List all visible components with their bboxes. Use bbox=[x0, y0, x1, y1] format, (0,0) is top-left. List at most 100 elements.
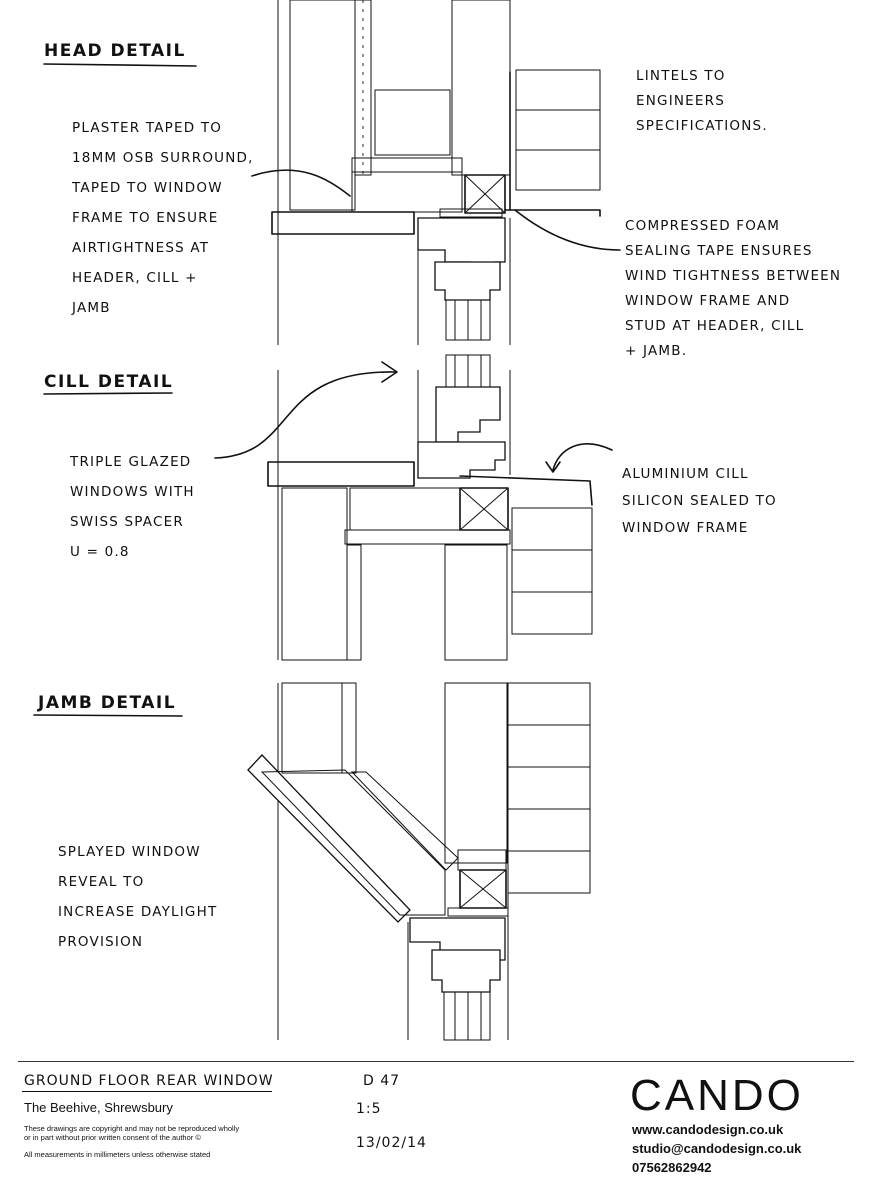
jamb-cladding-board-4 bbox=[507, 808, 591, 852]
head-detail-title: Head Detail bbox=[44, 41, 186, 61]
jamb-plaster-strip bbox=[341, 682, 357, 774]
jamb-outer-insulation bbox=[444, 682, 508, 864]
head-cladding-board-2 bbox=[515, 109, 601, 151]
jamb-sash-profile bbox=[431, 949, 501, 993]
head-stud-cross-2 bbox=[464, 174, 506, 214]
head-window-board bbox=[271, 211, 415, 235]
head-note-foam: Compressed foam sealing tape ensures win… bbox=[625, 218, 841, 359]
head-detail: Head Detail bbox=[43, 0, 841, 359]
jamb-splayed-reveal-board bbox=[247, 754, 411, 923]
drawing-number: D 47 bbox=[363, 1073, 401, 1089]
copyright-line-1: These drawings are copyright and may not… bbox=[24, 1124, 240, 1133]
head-title-underline bbox=[43, 63, 197, 67]
jamb-splay-insulation bbox=[260, 769, 446, 916]
jamb-note-left-line-3: increase daylight bbox=[58, 904, 217, 920]
head-note-left-line-6: header, cill + bbox=[72, 270, 198, 286]
cill-note-right-line-3: window frame bbox=[622, 520, 749, 536]
head-note-left: Plaster taped to 18mm OSB surround, tape… bbox=[71, 120, 254, 316]
jamb-detail: Jamb Detail Splayed window rev bbox=[33, 682, 591, 1041]
jamb-cladding-board-5 bbox=[507, 850, 591, 894]
jamb-note-left-line-2: reveal to bbox=[58, 874, 144, 890]
jamb-note-left: Splayed window reveal to increase daylig… bbox=[58, 844, 217, 950]
jamb-note-left-line-1: Splayed window bbox=[58, 844, 201, 860]
head-note-left-line-2: 18mm OSB surround, bbox=[72, 150, 254, 166]
cill-detail: Cill Detail bbox=[43, 354, 777, 661]
cill-window-board bbox=[267, 461, 415, 487]
jamb-glazing bbox=[443, 991, 491, 1041]
cill-cladding-board-3 bbox=[511, 591, 593, 635]
jamb-inner-insulation-top bbox=[281, 682, 343, 774]
head-stud bbox=[464, 174, 506, 214]
head-note-left-line-7: jamb bbox=[71, 300, 111, 316]
drawing-date: 13/02/14 bbox=[356, 1135, 427, 1151]
company-website[interactable]: www.candodesign.co.uk bbox=[632, 1122, 784, 1137]
head-osb-strip bbox=[354, 0, 372, 176]
cill-inner-insulation bbox=[281, 487, 348, 661]
jamb-cladding-board-2 bbox=[507, 724, 591, 768]
head-outer-insulation bbox=[451, 0, 511, 176]
head-note-foam-line-4: window frame and bbox=[625, 293, 790, 309]
cill-window-frame bbox=[417, 441, 506, 479]
drawing-title: Ground floor rear window bbox=[24, 1073, 274, 1089]
head-osb-header bbox=[351, 157, 463, 173]
cill-stud-cross-2 bbox=[459, 487, 509, 531]
head-note-lintels-line-1: Lintels to bbox=[636, 68, 726, 84]
cill-osb bbox=[344, 529, 511, 545]
cill-horizontal-insulation bbox=[349, 487, 461, 531]
jamb-splay-osb bbox=[350, 771, 459, 871]
company-email[interactable]: studio@candodesign.co.uk bbox=[632, 1141, 802, 1156]
jamb-note-left-line-4: provision bbox=[58, 934, 143, 950]
head-note-lintels-line-2: engineers bbox=[636, 93, 725, 109]
cill-note-left-line-3: Swiss spacer bbox=[70, 514, 184, 530]
drawing-scale: 1:5 bbox=[356, 1101, 382, 1117]
head-lintel bbox=[374, 89, 451, 156]
cill-note-left-line-2: windows with bbox=[70, 484, 195, 500]
head-sealing-tape bbox=[439, 208, 503, 218]
head-note-foam-line-2: sealing tape ensures bbox=[625, 243, 813, 259]
head-note-left-line-3: taped to window bbox=[71, 180, 223, 196]
head-note-foam-line-3: wind tightness between bbox=[625, 268, 841, 284]
cill-sash-profile bbox=[435, 386, 501, 443]
head-foam-leader bbox=[514, 209, 621, 251]
jamb-detail-title: Jamb Detail bbox=[37, 693, 176, 713]
head-cladding-board-3 bbox=[515, 149, 601, 191]
title-block: Ground floor rear window The Beehive, Sh… bbox=[0, 1055, 872, 1200]
cill-note-right: Aluminium cill silicon sealed to window … bbox=[622, 466, 777, 536]
cill-note-left-line-4: U = 0.8 bbox=[70, 544, 130, 560]
head-note-left-line-5: airtightness at bbox=[72, 240, 209, 256]
head-plaster-leader bbox=[251, 169, 351, 197]
jamb-osb-return bbox=[457, 849, 507, 871]
head-note-foam-line-1: Compressed foam bbox=[625, 218, 780, 234]
head-flashing bbox=[504, 209, 601, 217]
head-note-lintels: Lintels to engineers specifications. bbox=[636, 68, 768, 134]
project-name: The Beehive, Shrewsbury bbox=[24, 1100, 173, 1115]
company-phone: 07562862942 bbox=[632, 1160, 712, 1175]
cill-title-underline bbox=[43, 392, 173, 395]
head-note-foam-line-6: + jamb. bbox=[625, 343, 687, 359]
copyright-line-2: or in part without prior written consent… bbox=[24, 1133, 201, 1142]
jamb-title-underline bbox=[33, 714, 183, 717]
head-note-foam-line-5: stud at header, cill bbox=[625, 318, 804, 334]
cill-cladding-board-2 bbox=[511, 549, 593, 593]
measurement-note: All measurements in millimeters unless o… bbox=[24, 1150, 211, 1159]
cill-cladding-board-1 bbox=[511, 507, 593, 551]
cill-aluminium-arrow bbox=[545, 461, 561, 473]
jamb-cladding-board-1 bbox=[507, 682, 591, 726]
cill-triple-glazed-arrow bbox=[381, 361, 398, 383]
cill-note-right-line-2: silicon sealed to bbox=[622, 493, 777, 509]
head-note-left-line-4: frame to ensure bbox=[72, 210, 218, 226]
cill-triple-glazed-leader bbox=[214, 371, 396, 459]
cill-aluminium-leader bbox=[552, 443, 613, 471]
cill-note-left-line-1: Triple glazed bbox=[69, 454, 191, 470]
head-sash-profile bbox=[434, 261, 501, 301]
cando-logo: CANDO bbox=[630, 1071, 804, 1120]
jamb-sealing-tape bbox=[447, 907, 509, 917]
cill-note-right-line-1: Aluminium cill bbox=[622, 466, 749, 482]
title-block-rule bbox=[18, 1061, 854, 1062]
cill-plaster-strip bbox=[346, 544, 362, 661]
jamb-cladding-board-3 bbox=[507, 766, 591, 810]
head-note-lintels-line-3: specifications. bbox=[636, 118, 768, 134]
head-header-insulation bbox=[351, 171, 463, 213]
head-note-left-line-1: Plaster taped to bbox=[72, 120, 222, 136]
